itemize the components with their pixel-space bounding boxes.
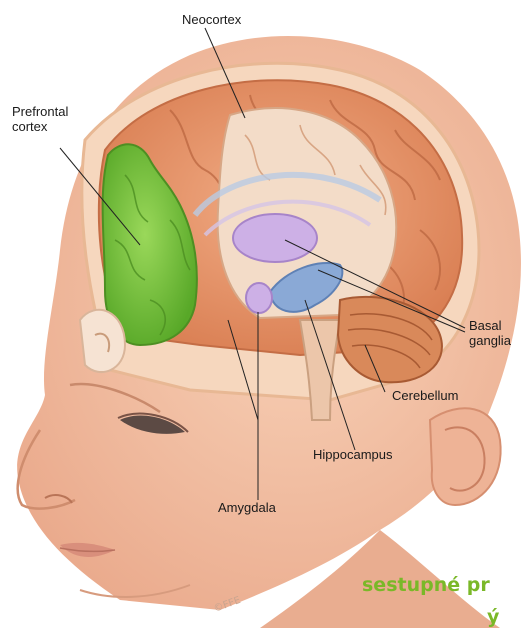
label-basal-ganglia: Basal ganglia: [469, 318, 527, 348]
sinus: [80, 310, 125, 372]
label-amygdala: Amygdala: [218, 500, 276, 515]
label-basal-line2: ganglia: [469, 333, 527, 348]
label-prefrontal-line1: Prefrontal: [12, 104, 102, 119]
label-prefrontal-cortex: Prefrontal cortex: [12, 104, 102, 134]
label-neocortex: Neocortex: [182, 12, 241, 27]
amygdala: [246, 283, 272, 313]
overlay-text-line2: ý: [487, 606, 499, 628]
overlay-text-line1: sestupné pr: [362, 574, 490, 596]
label-prefrontal-line2: cortex: [12, 119, 102, 134]
label-hippocampus: Hippocampus: [313, 447, 393, 462]
label-cerebellum: Cerebellum: [392, 388, 458, 403]
label-basal-line1: Basal: [469, 318, 527, 333]
basal-ganglia: [233, 214, 317, 262]
